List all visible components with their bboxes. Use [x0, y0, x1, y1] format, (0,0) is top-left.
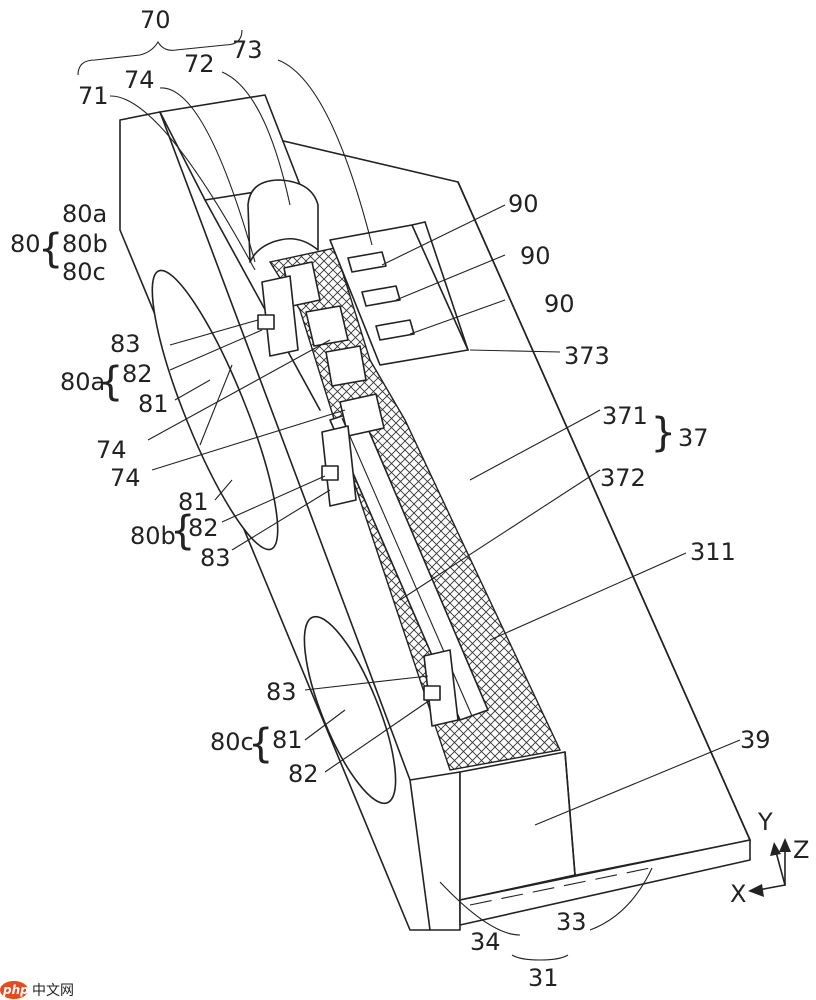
axis-indicator — [748, 838, 791, 897]
label-311: 311 — [690, 538, 736, 566]
reference-labels: 70 71 74 72 73 80 80a 80b 80c 90 90 90 3… — [10, 6, 809, 992]
label-80b-group: 80b — [62, 230, 108, 258]
brace-80b: { — [170, 508, 195, 554]
label-37: 37 — [678, 424, 709, 452]
braces: { { { { { — [38, 29, 676, 767]
watermark-badge: php — [2, 983, 29, 997]
brace-37: { — [651, 412, 676, 458]
axis-label-y: Y — [757, 808, 773, 836]
label-34: 34 — [470, 928, 501, 956]
label-80b: 80b — [130, 522, 176, 550]
label-74-top: 74 — [124, 66, 155, 94]
watermark-text: 中文网 — [32, 983, 74, 999]
label-81-a: 81 — [138, 390, 169, 418]
side-ellipses — [151, 269, 397, 805]
label-80: 80 — [10, 230, 41, 258]
label-83-c: 83 — [266, 678, 297, 706]
label-31: 31 — [528, 964, 559, 992]
label-371: 371 — [602, 402, 648, 430]
label-70: 70 — [140, 6, 171, 34]
label-82-b: 82 — [188, 514, 219, 542]
brace-80c: { — [248, 721, 273, 767]
brace-80: { — [38, 226, 63, 272]
label-80c: 80c — [210, 728, 254, 756]
label-82-c: 82 — [288, 760, 319, 788]
label-90-a: 90 — [508, 190, 539, 218]
label-80c-group: 80c — [62, 258, 106, 286]
label-80a: 80a — [60, 368, 105, 396]
watermark: php 中文网 — [0, 981, 74, 999]
label-74-mid: 74 — [96, 436, 127, 464]
label-81-c: 81 — [272, 726, 303, 754]
label-81-b: 81 — [178, 488, 209, 516]
label-39: 39 — [740, 726, 771, 754]
label-372: 372 — [600, 464, 646, 492]
label-72: 72 — [184, 50, 215, 78]
leader-lines — [109, 59, 741, 961]
axis-label-x: X — [730, 880, 746, 908]
label-82-a: 82 — [122, 360, 153, 388]
label-83-a: 83 — [110, 330, 141, 358]
label-71: 71 — [78, 82, 109, 110]
axis-label-z: Z — [793, 836, 809, 864]
label-83-b: 83 — [200, 544, 231, 572]
connector-tabs — [283, 261, 385, 437]
label-33: 33 — [556, 908, 587, 936]
label-90-c: 90 — [544, 290, 575, 318]
label-73: 73 — [232, 36, 263, 64]
label-74-low: 74 — [110, 464, 141, 492]
brace-80a: { — [98, 359, 123, 405]
contact-group-80c — [423, 649, 459, 727]
label-80a-group: 80a — [62, 200, 107, 228]
contact-group-80a — [257, 275, 299, 357]
rear-block — [159, 94, 321, 411]
label-373: 373 — [564, 342, 610, 370]
label-90-b: 90 — [520, 242, 551, 270]
contact-group-80b — [321, 425, 357, 507]
